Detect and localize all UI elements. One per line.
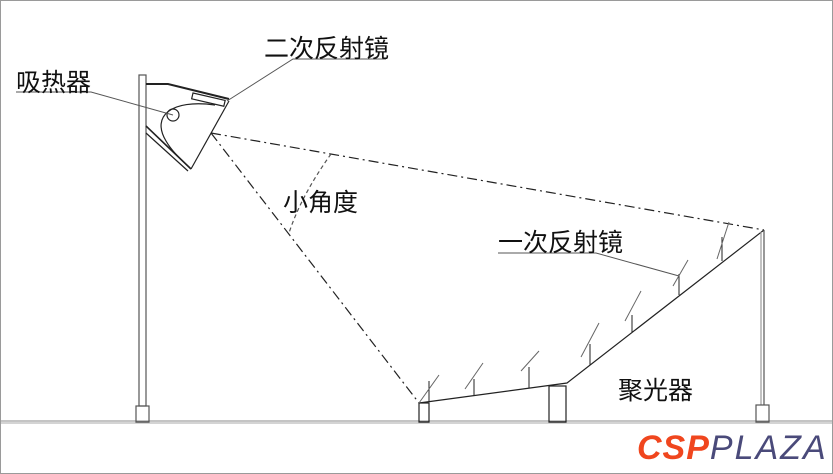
logo-plaza: PLAZA <box>709 429 828 467</box>
logo-csp: CSP <box>637 429 710 467</box>
angle-arc <box>288 153 332 234</box>
ray-lines <box>210 132 765 404</box>
label-receiver: 吸热器 <box>16 68 92 97</box>
concentrator-frame <box>418 229 770 423</box>
label-small-angle: 小角度 <box>283 188 359 217</box>
ground-line <box>1 420 832 424</box>
leader-lines <box>16 58 680 277</box>
csp-plaza-logo: CSPPLAZA <box>637 429 828 468</box>
receiver-tower <box>135 74 150 423</box>
receiver-head <box>145 83 230 172</box>
label-secondary-mirror: 二次反射镜 <box>264 34 390 63</box>
primary-mirror-facets <box>418 221 730 404</box>
label-concentrator: 聚光器 <box>618 376 694 405</box>
label-primary-mirror: 一次反射镜 <box>498 228 624 257</box>
absorber-tube <box>166 108 180 122</box>
